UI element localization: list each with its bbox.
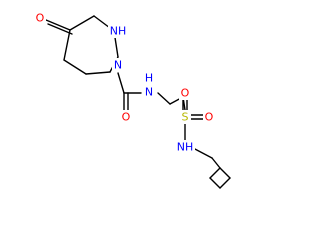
- bond-cb-4: [219, 167, 231, 179]
- lactam-nitrogen-atom: NH: [108, 24, 128, 38]
- bond-chain-1: [157, 92, 171, 105]
- bond-cb-3: [219, 177, 231, 189]
- sulfonamide-nitrogen-label: NH: [177, 141, 194, 154]
- ring-nitrogen-label: N: [114, 59, 122, 72]
- sulfonyl-sulfur-label: S: [182, 111, 189, 124]
- sulfonyl-oxygen-right-label: O: [205, 111, 214, 124]
- bond-ketone-1: [45, 19, 71, 31]
- bond-ketone-2: [47, 23, 73, 35]
- ketone-oxygen-label: O: [36, 12, 45, 25]
- sulfonamide-nitrogen-atom: NH: [175, 140, 195, 154]
- bond-cb-1: [209, 167, 221, 179]
- amide-nitrogen-atom: N: [142, 85, 156, 99]
- bond-ring-7: [63, 29, 71, 61]
- bond-ring-5: [85, 71, 111, 75]
- bond-nh-ch2: [192, 147, 213, 159]
- sulfonyl-oxygen-top-atom: O: [179, 86, 191, 100]
- bond-cb-2: [209, 177, 221, 189]
- ketone-oxygen-atom: O: [34, 11, 46, 25]
- sulfonyl-sulfur-atom: S: [179, 110, 191, 124]
- molecule-structure: O NH N O N H S O: [34, 11, 231, 189]
- sulfonyl-oxygen-top-label: O: [181, 87, 190, 100]
- bond-ch2-cyclobutyl: [211, 157, 221, 169]
- ring-nitrogen-atom: N: [112, 58, 124, 72]
- bond-layer: [45, 15, 231, 189]
- bond-n-carbonyl: [117, 72, 125, 94]
- amide-hydrogen-atom: H: [142, 71, 154, 85]
- amide-hydrogen-label: H: [145, 72, 153, 85]
- lactam-nitrogen-label: NH: [110, 25, 127, 38]
- carbamoyl-oxygen-atom: O: [120, 110, 132, 124]
- amide-nitrogen-label: N: [145, 86, 153, 99]
- sulfonyl-oxygen-right-atom: O: [203, 110, 215, 124]
- atom-label-layer: O NH N O N H S O: [34, 11, 215, 154]
- bond-ring-6: [63, 59, 87, 75]
- carbamoyl-oxygen-label: O: [122, 111, 131, 124]
- bond-ring-1: [69, 15, 95, 31]
